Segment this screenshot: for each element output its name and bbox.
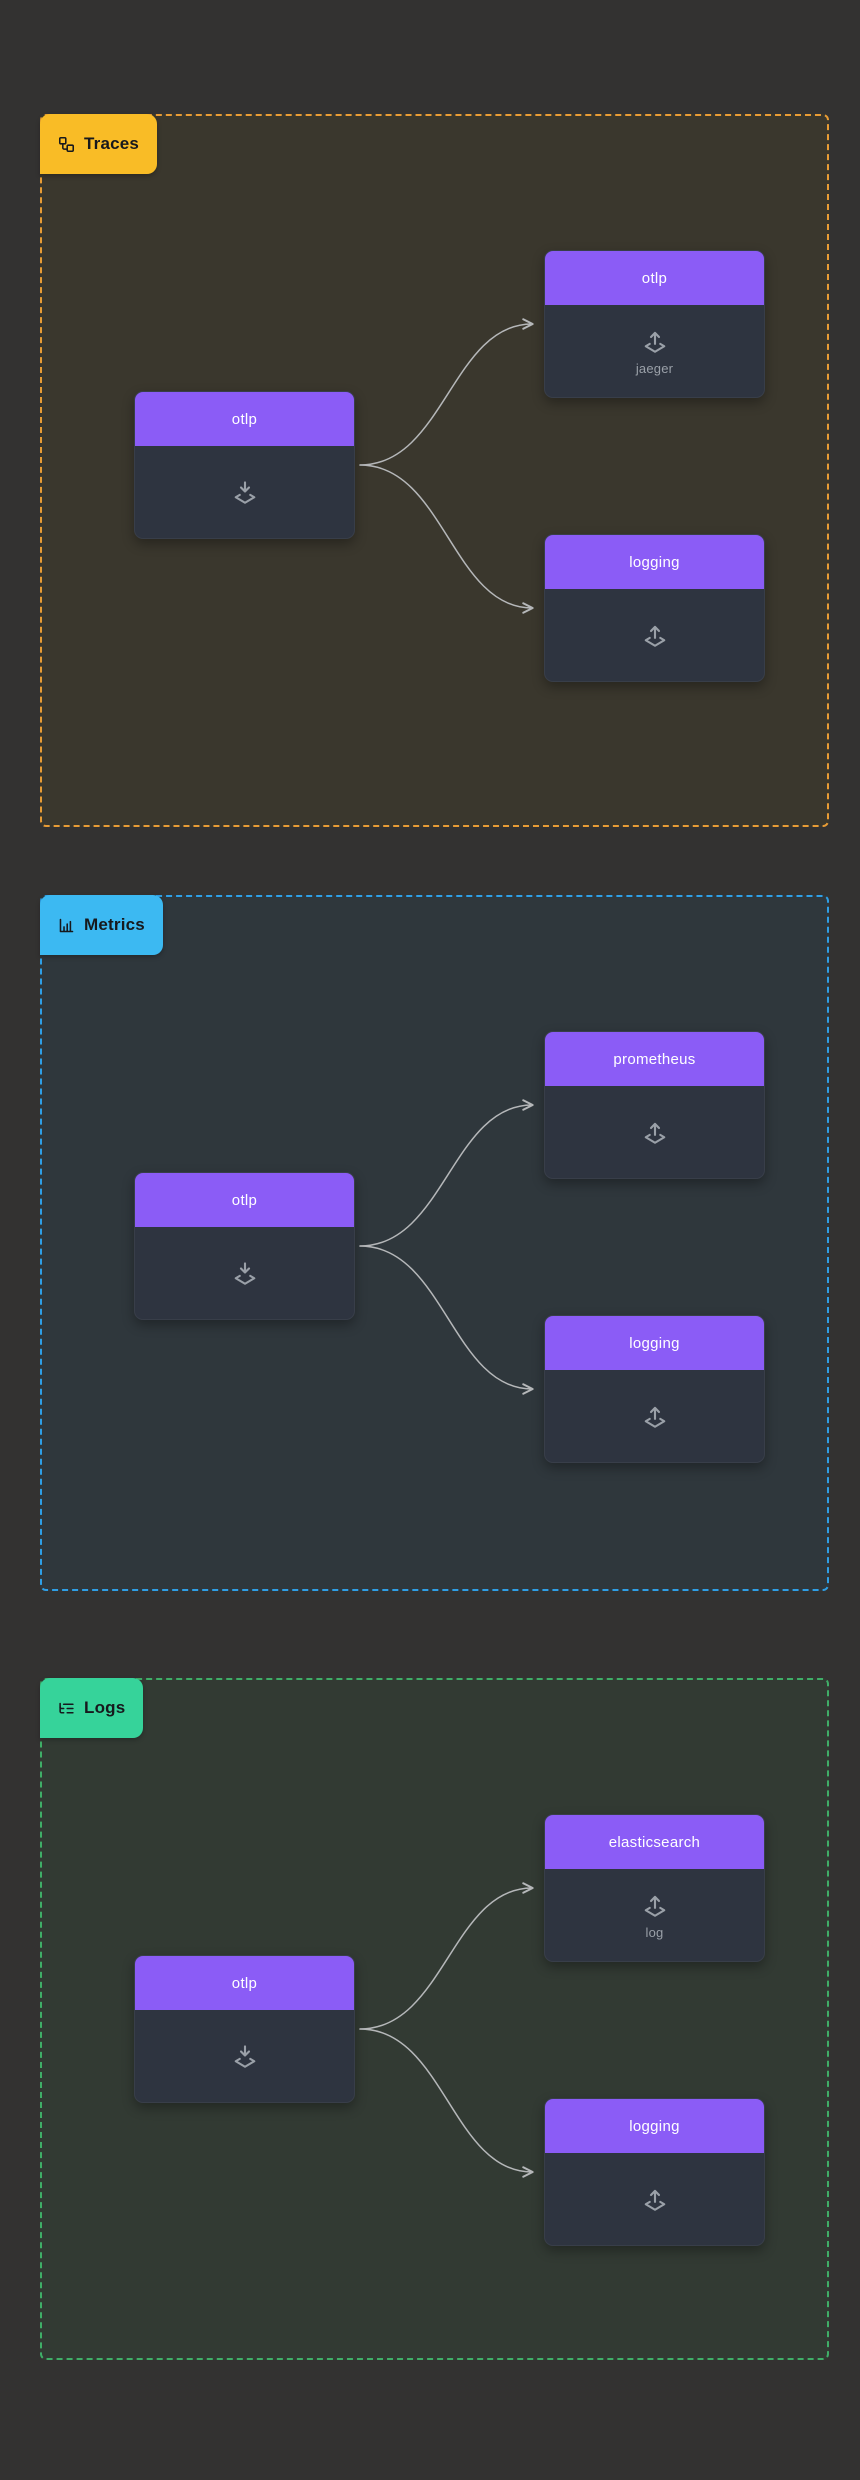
node-title: prometheus <box>545 1032 764 1086</box>
upload-icon <box>644 2189 665 2211</box>
node-title: otlp <box>545 251 764 305</box>
node-subtitle: jaeger <box>635 361 674 376</box>
upload-icon <box>644 1895 665 1917</box>
edge-receiver-to-exporter2 <box>359 464 534 614</box>
node-traces-exporter-otlp-jaeger[interactable]: otlp jaeger <box>544 250 765 398</box>
section-label: Metrics <box>84 915 145 934</box>
node-title: otlp <box>135 1956 354 2010</box>
upload-icon <box>644 331 665 353</box>
upload-icon <box>644 1406 665 1428</box>
pipeline-section-traces: Traces otlp otlp jaeger <box>40 114 829 827</box>
download-icon <box>234 480 255 504</box>
workflow-icon <box>58 136 75 153</box>
node-logs-exporter-elasticsearch-log[interactable]: elasticsearch log <box>544 1814 765 1962</box>
node-title: otlp <box>135 392 354 446</box>
edge-receiver-to-exporter2 <box>359 2028 534 2178</box>
upload-icon <box>644 1122 665 1144</box>
edge-receiver-to-exporter2 <box>359 1245 534 1395</box>
upload-icon <box>644 625 665 647</box>
node-logs-receiver-otlp[interactable]: otlp <box>134 1955 355 2103</box>
edge-receiver-to-exporter1 <box>359 318 534 466</box>
bar-chart-icon <box>58 917 75 934</box>
node-traces-exporter-logging[interactable]: logging <box>544 534 765 682</box>
node-title: logging <box>545 535 764 589</box>
node-title: logging <box>545 1316 764 1370</box>
node-logs-exporter-logging[interactable]: logging <box>544 2098 765 2246</box>
node-metrics-receiver-otlp[interactable]: otlp <box>134 1172 355 1320</box>
node-subtitle: log <box>645 1925 664 1940</box>
download-icon <box>234 1261 255 1285</box>
traces-label-tab: Traces <box>40 114 158 174</box>
pipeline-section-metrics: Metrics otlp prometheus <box>40 895 829 1591</box>
node-title: logging <box>545 2099 764 2153</box>
metrics-label-tab: Metrics <box>40 895 163 955</box>
node-metrics-exporter-logging[interactable]: logging <box>544 1315 765 1463</box>
node-metrics-exporter-prometheus[interactable]: prometheus <box>544 1031 765 1179</box>
node-title: elasticsearch <box>545 1815 764 1869</box>
section-label: Logs <box>84 1698 126 1717</box>
node-traces-receiver-otlp[interactable]: otlp <box>134 391 355 539</box>
edge-receiver-to-exporter1 <box>359 1882 534 2030</box>
pipeline-section-logs: Logs otlp elasticsearch l <box>40 1678 829 2360</box>
edge-receiver-to-exporter1 <box>359 1099 534 1247</box>
list-tree-icon <box>58 1700 75 1717</box>
section-label: Traces <box>84 134 140 153</box>
node-title: otlp <box>135 1173 354 1227</box>
logs-label-tab: Logs <box>40 1678 144 1738</box>
download-icon <box>234 2044 255 2068</box>
